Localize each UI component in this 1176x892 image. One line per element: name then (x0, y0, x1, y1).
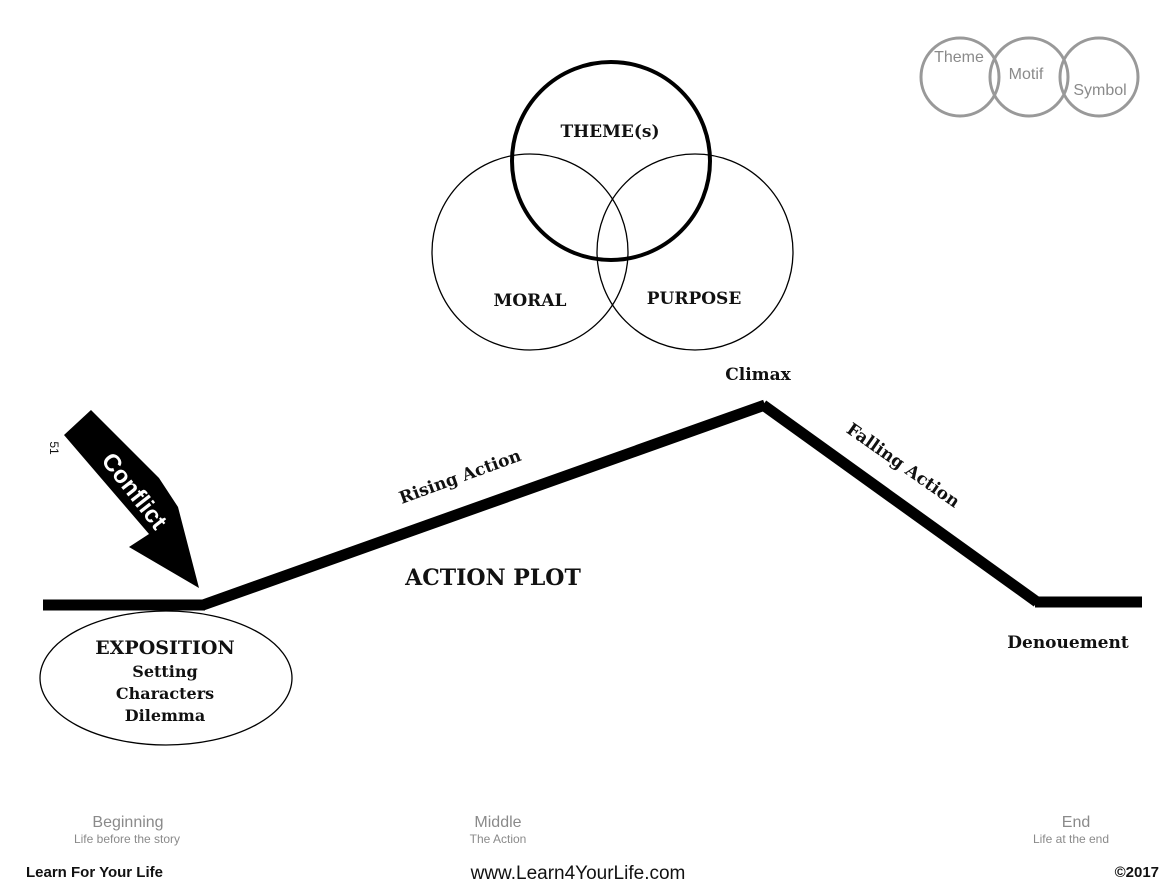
stage-end-sub: Life at the end (1033, 832, 1109, 846)
moral-label: MORAL (494, 291, 567, 311)
exposition-group: EXPOSITION Setting Characters Dilemma (39, 610, 293, 746)
small-venn-theme-label: Theme (934, 49, 984, 66)
small-venn: Theme Motif Symbol (919, 36, 1140, 118)
small-venn-symbol-label: Symbol (1073, 82, 1126, 99)
exposition-item: Dilemma (125, 706, 205, 725)
exposition-item: Characters (116, 684, 214, 703)
small-venn-motif-label: Motif (1009, 66, 1044, 83)
stage-middle-sub: The Action (470, 832, 527, 846)
rising-action-line (201, 399, 767, 611)
purpose-label: PURPOSE (647, 289, 742, 309)
page-number: 51 (47, 441, 61, 455)
small-venn-symbol-circle (1058, 36, 1140, 118)
main-venn: THEME(s) MORAL PURPOSE (431, 60, 794, 351)
plot-line (43, 399, 1142, 611)
footer: Learn For Your Life www.Learn4YourLife.c… (26, 863, 1159, 884)
stage-middle-label: Middle (474, 814, 521, 831)
conflict-arrow: Conflict (64, 410, 199, 588)
denouement-label: Denouement (1007, 633, 1129, 653)
climax-label: Climax (725, 365, 791, 385)
themes-circle (510, 60, 712, 262)
small-venn-theme-circle (919, 36, 1001, 118)
falling-action-line (759, 400, 1041, 607)
stage-beginning-sub: Life before the story (74, 832, 180, 846)
purpose-circle (596, 153, 794, 351)
small-venn-motif-circle (988, 36, 1070, 118)
exposition-item: Setting (132, 662, 197, 681)
falling-action-label: Falling Action (843, 419, 964, 512)
exposition-title: EXPOSITION (95, 637, 235, 659)
stage-end-label: End (1062, 814, 1090, 831)
action-plot-title: ACTION PLOT (404, 565, 581, 591)
moral-circle (431, 153, 629, 351)
footer-website[interactable]: www.Learn4YourLife.com (470, 863, 686, 884)
exposition-ellipse (39, 610, 293, 746)
themes-label: THEME(s) (560, 122, 659, 142)
conflict-arrow-shape (64, 410, 199, 588)
footer-copyright: ©2017 (1115, 864, 1159, 881)
footer-brand: Learn For Your Life (26, 864, 163, 881)
stage-labels: Beginning Life before the story Middle T… (74, 814, 1109, 846)
stage-beginning-label: Beginning (92, 814, 163, 831)
